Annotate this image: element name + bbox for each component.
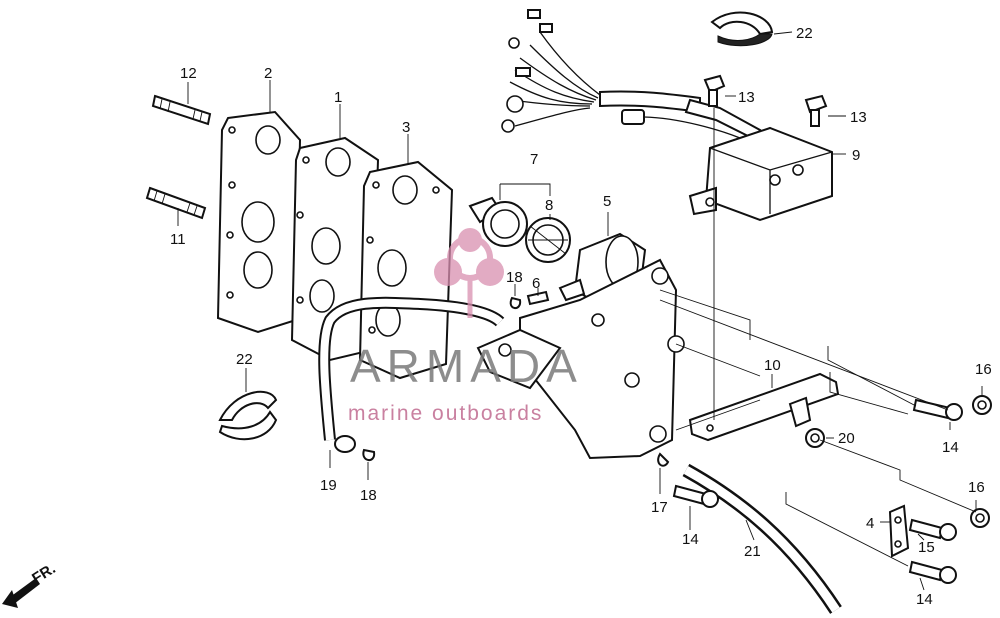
watermark: ARMADA marine outboards (348, 228, 583, 425)
nut-20 (805, 428, 825, 448)
part-label-16-a: 16 (975, 361, 992, 378)
clip-18-lower (362, 448, 376, 461)
hose-19 (318, 296, 505, 453)
front-direction-indicator: FR. (2, 560, 59, 608)
part-label-18-lower: 18 (360, 487, 377, 504)
bolt-13-a (703, 74, 726, 107)
bolt-14-a (912, 398, 963, 421)
screw-6 (526, 290, 550, 306)
watermark-logo (434, 228, 504, 318)
regulator-9 (688, 126, 833, 222)
bolt-14-b (672, 484, 719, 508)
part-label-1: 1 (334, 89, 342, 106)
watermark-brand: ARMADA (350, 340, 583, 392)
front-arrow-icon (2, 578, 40, 608)
nut-16-a (972, 395, 992, 415)
part-label-21: 21 (744, 543, 761, 560)
clamp-22-left (218, 390, 278, 441)
clamp-22-top (710, 11, 774, 47)
part-label-22-top: 22 (796, 25, 813, 42)
part-label-12: 12 (180, 65, 197, 82)
part-label-14-a: 14 (942, 439, 959, 456)
gasket-3 (358, 160, 454, 380)
bolt-13-b (804, 94, 828, 127)
part-label-7: 7 (530, 151, 538, 168)
part-label-6: 6 (532, 275, 540, 292)
ring-8 (525, 217, 571, 263)
part-label-5: 5 (603, 193, 611, 210)
bolt-15 (908, 518, 957, 541)
part-label-3: 3 (402, 119, 410, 136)
part-label-9: 9 (852, 147, 860, 164)
part-label-17: 17 (651, 499, 668, 516)
part-label-13-a: 13 (738, 89, 755, 106)
part-label-15: 15 (918, 539, 935, 556)
cover-housing (476, 258, 685, 460)
gasket-2 (216, 110, 302, 334)
stud-12 (151, 94, 212, 126)
part-label-14-c: 14 (916, 591, 933, 608)
fitting-7 (468, 196, 528, 247)
part-label-14-b: 14 (682, 531, 699, 548)
part-label-2: 2 (264, 65, 272, 82)
wiring-harness (501, 9, 762, 142)
leader-lines (177, 31, 983, 591)
part-label-10: 10 (764, 357, 781, 374)
part-label-4: 4 (866, 515, 874, 532)
part-label-19: 19 (320, 477, 337, 494)
clip-18-upper (509, 296, 522, 309)
stud-11 (145, 186, 207, 220)
part-label-16-b: 16 (968, 479, 985, 496)
part-label-22-left: 22 (236, 351, 253, 368)
bolt-14-c (908, 560, 957, 584)
clip-17 (657, 452, 670, 467)
part-labels: 12 2 1 3 11 7 8 5 18 6 22 13 13 9 22 10 … (170, 25, 992, 608)
nut-16-b (970, 508, 990, 528)
part-label-11: 11 (170, 231, 186, 248)
part-label-20: 20 (838, 430, 855, 447)
watermark-tagline: marine outboards (348, 402, 543, 425)
bracket-4 (888, 504, 910, 558)
part-label-18-upper: 18 (506, 269, 523, 286)
part-label-8: 8 (545, 197, 553, 214)
part-label-13-b: 13 (850, 109, 867, 126)
hose-21 (682, 463, 842, 614)
